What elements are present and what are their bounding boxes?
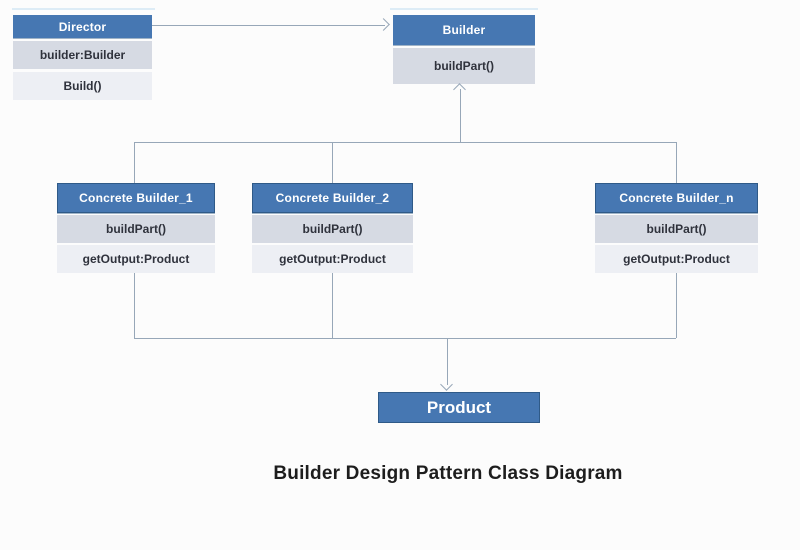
member-row: buildPart() [252, 215, 413, 243]
arrow-up-icon [453, 83, 466, 96]
class-box-concrete-builder-n: Concrete Builder_n buildPart() getOutput… [595, 183, 758, 273]
connector-director-to-builder [152, 25, 385, 26]
arrow-right-icon [377, 18, 390, 31]
output-drop-line-2 [332, 273, 333, 338]
class-title: Director [13, 15, 152, 38]
class-box-concrete-builder-1: Concrete Builder_1 buildPart() getOutput… [57, 183, 215, 273]
member-row: getOutput:Product [57, 245, 215, 273]
inheritance-arrow-shaft [460, 89, 461, 143]
artifact-line-right [390, 8, 538, 10]
output-drop-line-n [676, 273, 677, 338]
class-box-concrete-builder-2: Concrete Builder_2 buildPart() getOutput… [252, 183, 413, 273]
member-row: buildPart() [393, 48, 535, 84]
member-row: buildPart() [595, 215, 758, 243]
artifact-line-left [12, 8, 155, 10]
arrow-down-icon [440, 378, 453, 391]
inheritance-drop-line-1 [134, 142, 135, 183]
member-row: getOutput:Product [595, 245, 758, 273]
class-title: Builder [393, 15, 535, 45]
member-row: buildPart() [57, 215, 215, 243]
class-title: Concrete Builder_1 [57, 183, 215, 213]
member-row: builder:Builder [13, 41, 152, 69]
diagram-caption: Builder Design Pattern Class Diagram [273, 463, 623, 484]
product-box: Product [378, 392, 540, 423]
member-row: Build() [13, 72, 152, 100]
product-arrow-shaft [447, 338, 448, 385]
class-title: Concrete Builder_n [595, 183, 758, 213]
class-box-builder: Builder buildPart() [393, 15, 535, 84]
class-box-director: Director builder:Builder Build() [13, 15, 152, 100]
inheritance-drop-line-2 [332, 142, 333, 183]
output-bus-line [134, 338, 676, 339]
member-row: getOutput:Product [252, 245, 413, 273]
inheritance-drop-line-n [676, 142, 677, 183]
inheritance-bus-line [134, 142, 676, 143]
output-drop-line-1 [134, 273, 135, 338]
class-title: Concrete Builder_2 [252, 183, 413, 213]
